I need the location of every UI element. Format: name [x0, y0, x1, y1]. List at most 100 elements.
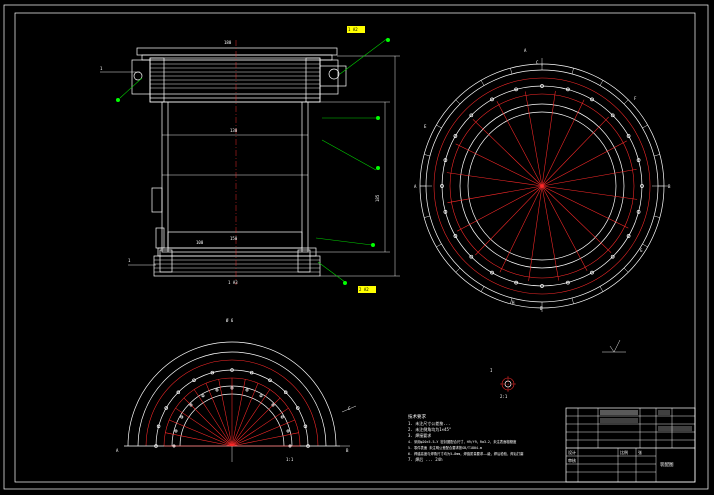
- inner-border: [14, 12, 696, 483]
- half-ray: [231, 407, 289, 447]
- detail-i: I 2:1: [490, 368, 516, 399]
- half-inner-hole: [280, 415, 284, 419]
- circle-mark-b: B: [668, 184, 671, 189]
- dim-d3: 100: [196, 240, 204, 245]
- dim-d6: 130: [230, 128, 238, 133]
- circle-tick: [599, 286, 604, 292]
- circle-tick: [480, 286, 485, 292]
- circle-bolt-hole: [590, 270, 594, 275]
- circle-bolt-hole: [469, 113, 474, 118]
- half-bolt-hole: [230, 368, 234, 372]
- circle-bolt-hole: [540, 84, 544, 88]
- circle-tick: [623, 267, 629, 273]
- circle-mark-e: E: [424, 124, 427, 129]
- half-inner-hole: [174, 429, 178, 433]
- half-inner-hole: [215, 388, 219, 392]
- half-bolt-hole: [296, 406, 300, 410]
- half-inner-hole: [288, 444, 292, 448]
- half-bolt-hole: [268, 378, 272, 382]
- half-ray: [231, 432, 299, 447]
- circle-view-title: A: [524, 48, 527, 53]
- circle-ray: [541, 185, 629, 229]
- note-line-2: 2. 未注倒角均为1×45°: [408, 426, 451, 432]
- circle-tick: [571, 297, 574, 304]
- half-ray: [205, 383, 233, 447]
- circle-bolt-hole: [626, 234, 631, 238]
- circle-tick: [623, 99, 629, 105]
- half-ray: [231, 379, 246, 447]
- half-bolt-hole: [156, 424, 161, 429]
- circle-ray: [528, 185, 543, 282]
- half-inner-hole: [259, 394, 263, 398]
- half-inner-hole: [230, 386, 234, 390]
- circle-ray: [457, 185, 543, 232]
- half-mark-b: B: [346, 448, 349, 453]
- circle-bolt-hole: [626, 134, 631, 138]
- circle-bolt-hole: [469, 254, 474, 259]
- circle-bolt-hole: [640, 184, 644, 188]
- half-mark-c: C: [348, 406, 351, 411]
- circle-bolt-hole: [590, 97, 594, 102]
- half-inner-hole: [271, 403, 275, 407]
- circle-bolt-hole: [453, 134, 458, 138]
- circle-tick: [424, 154, 431, 157]
- circle-bolt-hole: [514, 87, 518, 92]
- circle-bolt-hole: [490, 97, 494, 102]
- title-checker: 审核: [568, 457, 576, 463]
- circle-bolt-hole: [514, 280, 518, 285]
- circle-tick: [571, 68, 574, 75]
- title-scale-label: 比例: [620, 449, 628, 455]
- dim-d4: 1: [100, 66, 103, 71]
- circle-ray: [541, 185, 638, 200]
- title-block: 设计 审核 比例 张 装配图: [565, 407, 696, 483]
- circle-bolt-hole: [636, 158, 641, 162]
- half-ray: [165, 432, 233, 447]
- note-line-1: 1. 未注尺寸公差按...: [408, 420, 450, 426]
- title-sheet-label: 张: [638, 449, 642, 455]
- circle-mark-c: C: [536, 60, 539, 65]
- circle-tick: [480, 80, 485, 86]
- circle-mark-f: F: [634, 96, 637, 101]
- half-bolt-hole: [176, 390, 181, 395]
- half-inner-hole: [189, 403, 193, 407]
- half-bolt-hole: [154, 444, 158, 448]
- main-section-view: 180 1 A3 130 150 100 185 1 1 1 A2: [100, 26, 400, 293]
- circle-bolt-hole: [610, 254, 615, 259]
- circle-ray: [541, 90, 556, 187]
- circle-bolt-hole: [490, 270, 494, 275]
- surface-finish-symbol: [602, 339, 626, 353]
- technical-notes: 技术要求 1. 未注尺寸公差按... 2. 未注倒角均为1×45° 3. 焊接要…: [408, 413, 524, 462]
- half-inner-hole: [286, 429, 290, 433]
- circle-ray: [447, 185, 543, 203]
- top-dim-d1: 180: [224, 40, 232, 45]
- top-tag: 1 A2: [348, 27, 358, 32]
- circle-ray: [541, 185, 612, 253]
- circle-mark-d: D: [540, 306, 543, 311]
- circle-ray: [455, 143, 543, 187]
- circle-ray: [541, 185, 559, 281]
- circle-view: A A B C D E F G H: [414, 48, 671, 312]
- note-line-6: 6. 焊缝高度与焊角尺寸均为5—8mm，焊缝质量要求——级，焊后检验，焊后打磨: [408, 451, 524, 456]
- dim-d2: 185: [375, 194, 380, 202]
- dim-d7: 150: [230, 236, 238, 241]
- half-inner-hole: [201, 394, 205, 398]
- circle-tick: [642, 243, 648, 248]
- circle-tick: [653, 215, 660, 218]
- half-circle-view: 1:1 Ø 6 A B C: [116, 318, 357, 462]
- outer-border: [3, 4, 709, 490]
- circle-bolt-hole: [540, 284, 544, 288]
- half-bolt-hole: [164, 406, 168, 410]
- notes-heading: 技术要求: [408, 413, 426, 420]
- half-ray: [183, 397, 233, 447]
- half-bolt-hole: [210, 370, 215, 375]
- circle-tick: [436, 243, 442, 248]
- bottom-dim: 1 A3: [228, 280, 238, 285]
- circle-mark-a: A: [414, 184, 417, 189]
- circle-ray: [541, 99, 585, 187]
- half-ray: [218, 379, 233, 447]
- note-line-3: 3. 焊接要求: [408, 432, 431, 438]
- note-line-5: 5. 零件表面 未注明公差配合要求按GB/T1804-m: [408, 445, 482, 450]
- circle-tick: [510, 68, 513, 75]
- circle-tick: [455, 267, 461, 273]
